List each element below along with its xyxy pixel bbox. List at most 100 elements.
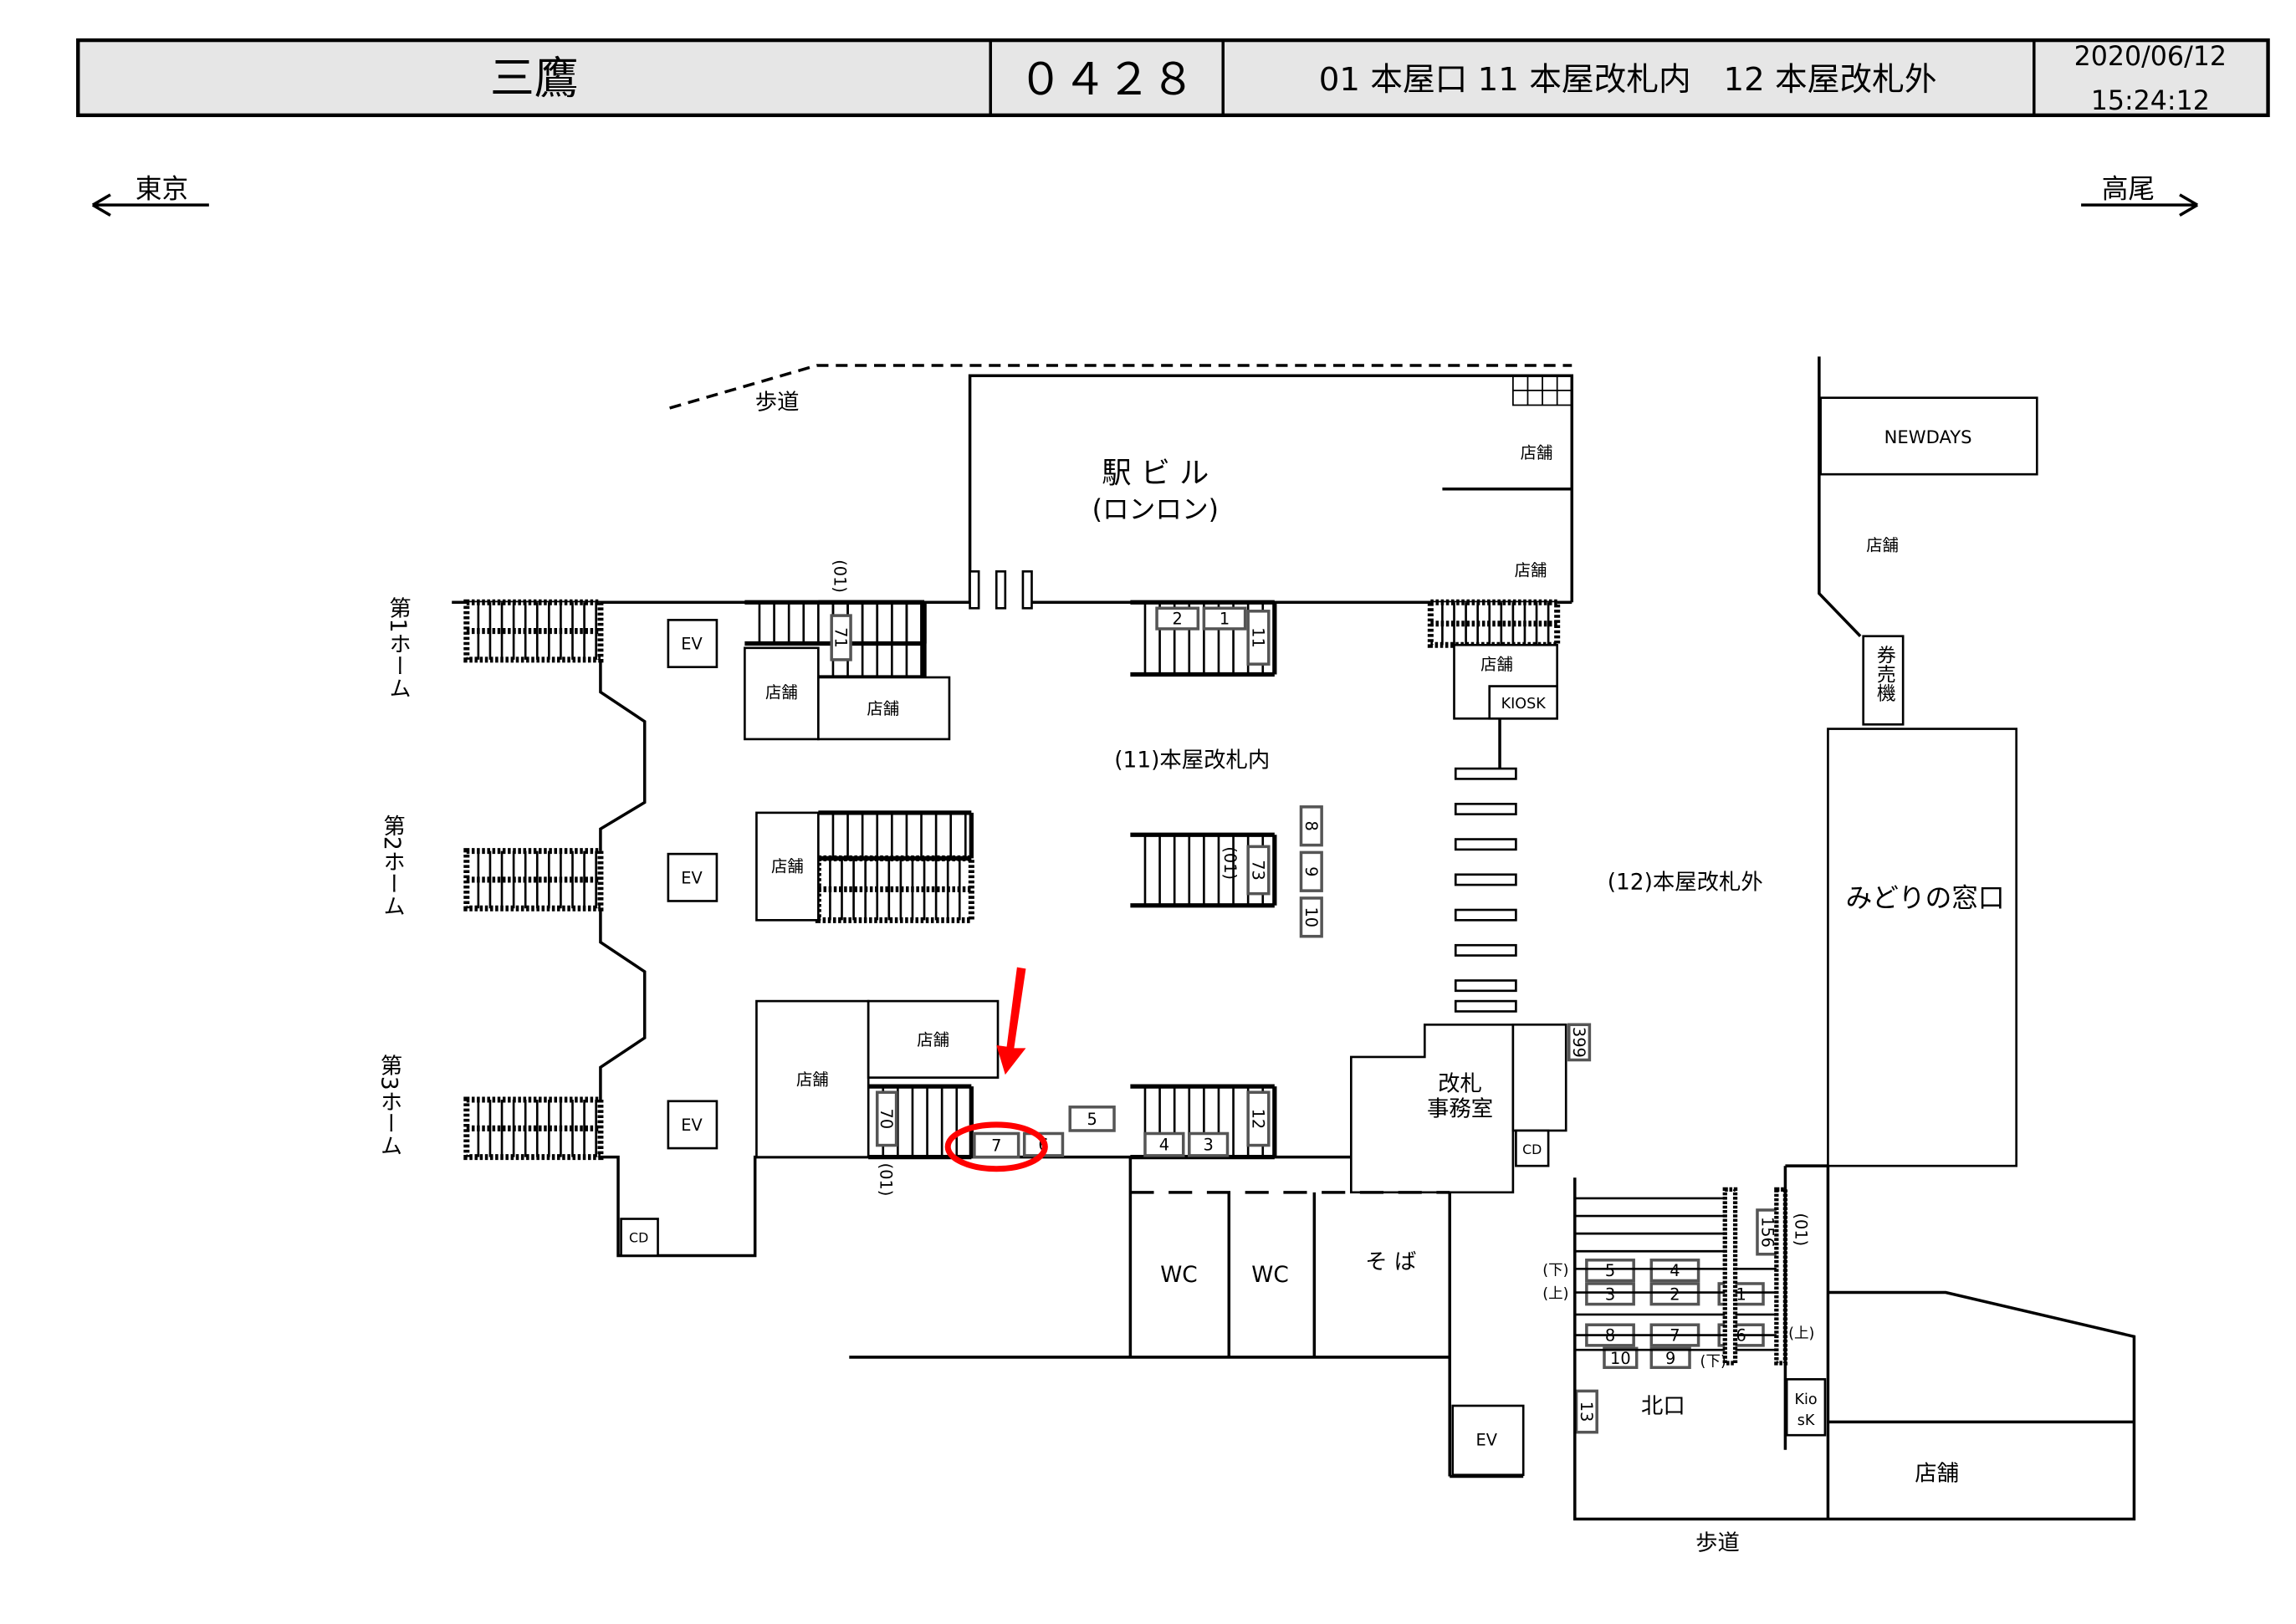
sign-number: 399 xyxy=(1569,1027,1588,1058)
sign-number: 10 xyxy=(1301,907,1321,928)
sign-12: 12 xyxy=(1246,1090,1271,1147)
sign-number: 2 xyxy=(1670,1284,1680,1304)
exit-list: 01 本屋口 11 本屋改札内 12 本屋改札外 xyxy=(1319,61,1937,99)
svg-text:店舗: 店舗 xyxy=(1915,1462,1959,1487)
sign-number: 9 xyxy=(1665,1349,1675,1368)
svg-text:Kio: Kio xyxy=(1794,1392,1817,1408)
sign-399: 399 xyxy=(1567,1023,1592,1062)
gate-bar xyxy=(1454,873,1517,886)
exit-01-label: (01) xyxy=(876,1163,895,1197)
sign-5: 5 xyxy=(1068,1106,1116,1132)
sign-3: 3 xyxy=(1585,1282,1635,1306)
sign-number: 4 xyxy=(1159,1136,1169,1155)
svg-text:sK: sK xyxy=(1797,1412,1815,1429)
shops-west: 店舗 店舗 店舗 店舗 店舗 xyxy=(744,646,1000,1158)
svg-text:歩道: 歩道 xyxy=(1695,1530,1740,1555)
sign-3: 3 xyxy=(1188,1131,1230,1157)
sign-number: 70 xyxy=(877,1109,896,1130)
ticket-machine-label: 券売機 xyxy=(1873,645,1895,702)
sign-number: 156 xyxy=(1757,1217,1777,1248)
gate-bar xyxy=(1454,943,1517,957)
svg-text:北口: 北口 xyxy=(1641,1394,1685,1419)
pillars xyxy=(969,569,1033,610)
direction-right: 高尾 xyxy=(2081,174,2198,217)
newdays-label: NEWDAYS xyxy=(1884,426,1972,447)
svg-text:店舗: 店舗 xyxy=(867,699,899,718)
sign-8: 8 xyxy=(1299,805,1323,847)
gate-bar xyxy=(1454,838,1517,851)
area-inside-label: (11)本屋改札内 xyxy=(1114,748,1270,773)
wc-label: WC xyxy=(1251,1263,1289,1288)
sign-number: 7 xyxy=(991,1136,1001,1156)
sign-11: 11 xyxy=(1246,610,1271,666)
date: 2020/06/12 xyxy=(2074,42,2227,72)
station-name: 三鷹 xyxy=(490,53,579,104)
sign-7: 7 xyxy=(973,1131,1020,1159)
sign-73: 73 xyxy=(1246,845,1271,896)
exit-01-label: (01) xyxy=(1220,846,1240,880)
gate-bar xyxy=(1454,979,1517,993)
svg-text:事務室: 事務室 xyxy=(1427,1096,1493,1121)
gate-bar xyxy=(1454,908,1517,922)
svg-text:(上): (上) xyxy=(1542,1286,1568,1303)
time: 15:24:12 xyxy=(2091,86,2210,116)
sign-10: 10 xyxy=(1299,896,1323,938)
sign-9: 9 xyxy=(1299,850,1323,892)
direction-left-label: 東京 xyxy=(136,174,188,204)
sign-4: 4 xyxy=(1649,1259,1700,1283)
stairs xyxy=(463,848,604,912)
stairs xyxy=(815,855,974,923)
cash-dispenser-east: CD xyxy=(1515,1129,1550,1167)
svg-text:EV: EV xyxy=(681,1116,703,1135)
sign-5: 5 xyxy=(1585,1259,1635,1283)
svg-text:店舗: 店舗 xyxy=(1866,536,1899,555)
svg-text:EV: EV xyxy=(681,868,703,887)
station-building-label: 駅 ビ ル xyxy=(1102,457,1209,491)
sign-9: 9 xyxy=(1649,1346,1691,1370)
sign-number: 12 xyxy=(1248,1109,1267,1130)
sign-2: 2 xyxy=(1649,1282,1700,1306)
svg-text:店舗: 店舗 xyxy=(796,1070,829,1089)
highlight-circle xyxy=(944,1121,1048,1172)
sign-13: 13 xyxy=(1574,1389,1598,1434)
svg-text:店舗: 店舗 xyxy=(1480,655,1513,674)
sign-number: 4 xyxy=(1670,1261,1680,1280)
sign-number: 8 xyxy=(1301,821,1321,831)
elevator-3: EV xyxy=(667,1100,718,1150)
svg-text:店舗: 店舗 xyxy=(917,1030,949,1049)
exit-01-label: (01) xyxy=(831,559,850,593)
sign-2: 2 xyxy=(1155,606,1200,631)
svg-text:CD: CD xyxy=(1522,1141,1542,1157)
signs-group: 7170765211173124389103995432187610915613… xyxy=(830,559,1780,1434)
area-outside-label: (12)本屋改札外 xyxy=(1608,870,1763,895)
sign-number: 1 xyxy=(1220,610,1230,629)
sign-number: 5 xyxy=(1087,1110,1097,1129)
sign-10: 10 xyxy=(1603,1346,1639,1370)
svg-text:EV: EV xyxy=(1475,1431,1497,1450)
sidewalk-boundary xyxy=(669,364,1572,410)
sign-4: 4 xyxy=(1143,1131,1185,1157)
platform-1-label: 第1ホーム xyxy=(385,596,410,698)
direction-right-label: 高尾 xyxy=(2102,174,2155,204)
ticket-gate-line xyxy=(1454,767,1517,1013)
kiosk-label: KIOSK xyxy=(1501,696,1547,712)
svg-text:(上): (上) xyxy=(1788,1325,1814,1342)
sign-number: 71 xyxy=(831,627,851,648)
midori-label: みどりの窓口 xyxy=(1846,883,2005,913)
restroom-area: WC WC そ ば xyxy=(849,1157,1451,1477)
station-code: ０４２８ xyxy=(1019,54,1195,105)
west-wall xyxy=(599,659,1450,1258)
outer-building: NEWDAYS 店舗 券売機 みどりの窓口 店舗 xyxy=(1783,356,2136,1521)
svg-text:改札: 改札 xyxy=(1438,1071,1482,1096)
sign-70: 70 xyxy=(875,1090,898,1147)
wc-label: WC xyxy=(1160,1263,1198,1288)
svg-text:EV: EV xyxy=(681,635,703,654)
stairs xyxy=(463,1096,604,1161)
platform-3-label: 第3ホーム xyxy=(376,1054,401,1156)
svg-text:店舗: 店舗 xyxy=(771,856,804,876)
sign-number: 9 xyxy=(1301,866,1321,876)
sign-1: 1 xyxy=(1202,606,1247,631)
gate-bar xyxy=(1454,803,1517,815)
shop-label: 店舗 xyxy=(1521,443,1553,462)
sign-number: 3 xyxy=(1203,1136,1213,1155)
